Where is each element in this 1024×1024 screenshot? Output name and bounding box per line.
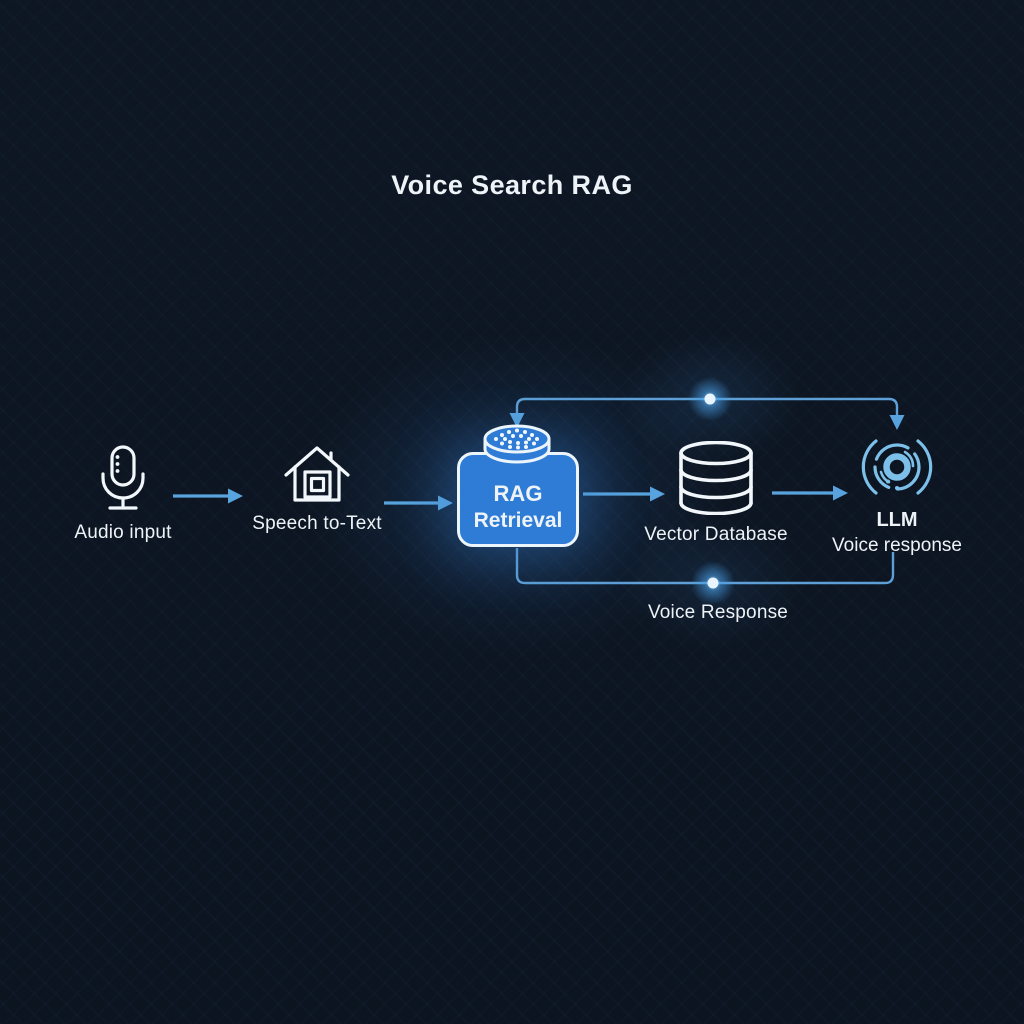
- arrow-audio-to-speech: [173, 488, 243, 504]
- node-audio-input: Audio input: [13, 443, 233, 544]
- microphone-icon: [101, 445, 145, 510]
- node-label: Voice response: [832, 535, 962, 556]
- node-label: RAG: [493, 481, 543, 507]
- glow-dot: [704, 393, 716, 405]
- node-rag-retrieval: RAG Retrieval: [457, 452, 579, 547]
- node-label: LLM: [876, 509, 918, 531]
- arrow-vectordb-to-llm: [772, 485, 848, 501]
- top-feedback-path: [509, 377, 905, 430]
- voice-response-flow-label: Voice Response: [647, 602, 789, 623]
- node-llm: LLM Voice response: [787, 431, 1007, 557]
- home-icon: [284, 446, 350, 502]
- node-vector-database: Vector Database: [606, 441, 826, 546]
- node-label: Vector Database: [644, 524, 788, 545]
- node-label: Retrieval: [473, 508, 563, 532]
- diagram-title: Voice Search RAG: [391, 170, 633, 200]
- arrow-speech-to-rag: [384, 495, 453, 511]
- glow-dot: [707, 577, 719, 589]
- bottom-feedback-path: [515, 548, 895, 605]
- database-icon: [679, 441, 753, 515]
- node-label: Speech to-Text: [252, 513, 382, 534]
- speaker-disc-icon: [483, 424, 551, 464]
- arrow-rag-to-vectordb: [583, 486, 665, 502]
- node-label: Audio input: [74, 522, 172, 543]
- node-speech-to-text: Speech to-Text: [207, 444, 427, 535]
- voice-wave-icon: [861, 439, 933, 495]
